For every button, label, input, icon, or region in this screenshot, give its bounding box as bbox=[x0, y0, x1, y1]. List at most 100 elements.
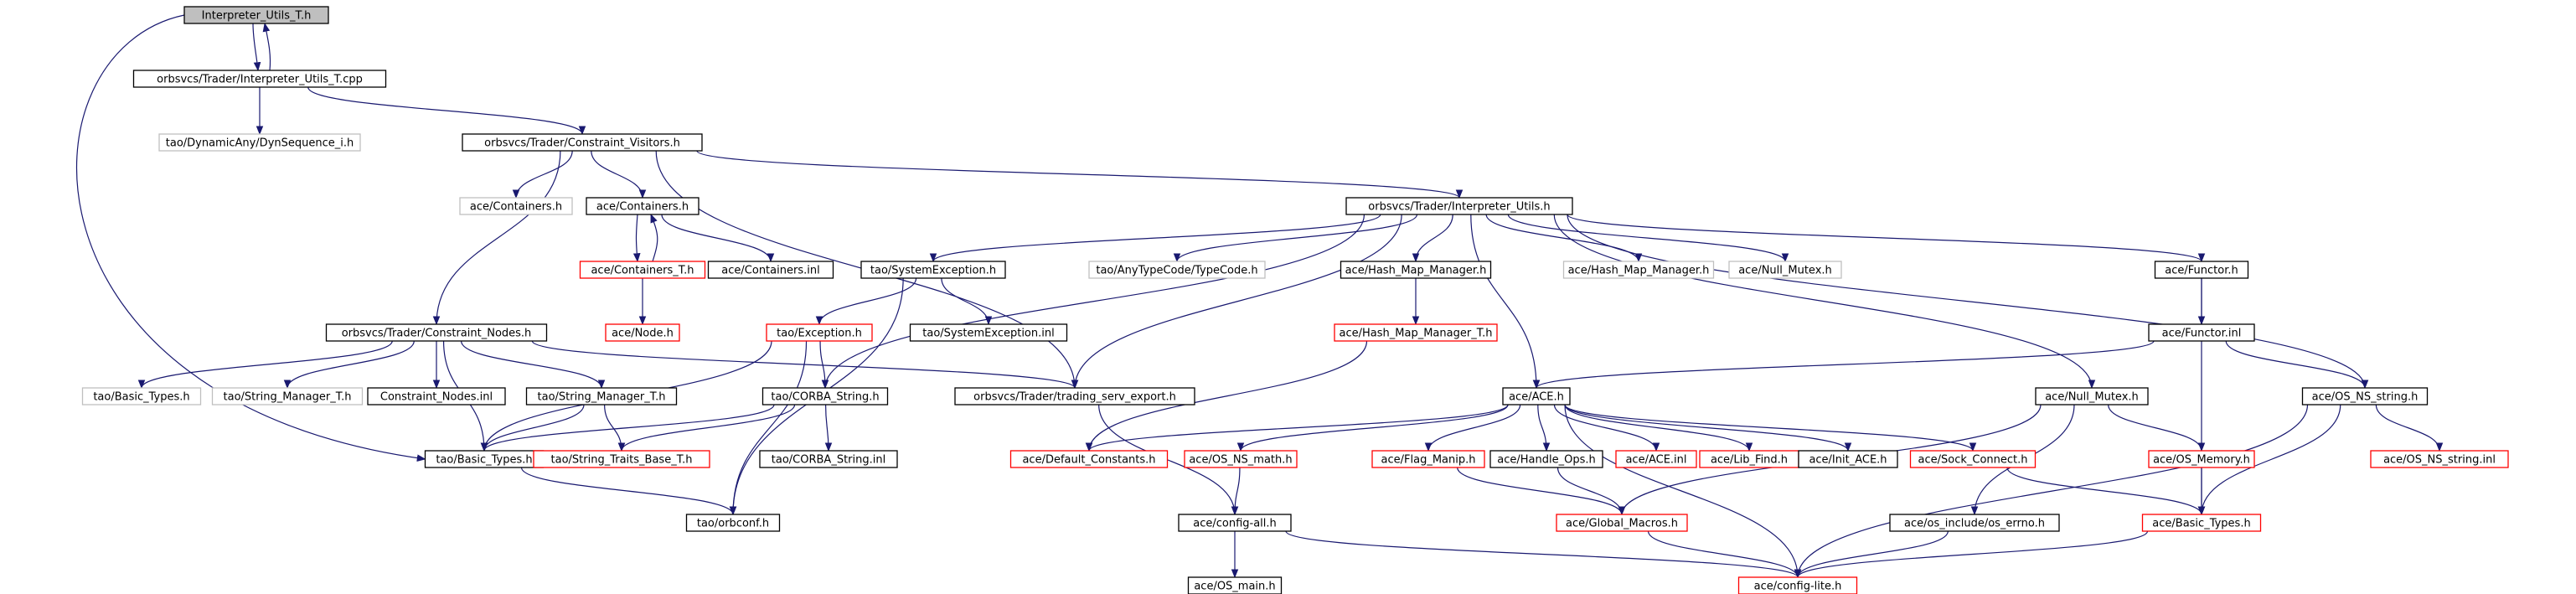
node-tao-systemexception-h[interactable]: tao/SystemException.h bbox=[860, 261, 1006, 279]
node-label: ace/OS_NS_string.h bbox=[2312, 391, 2419, 404]
edge-constraint-visitors-h-to-constraint-nodes-h bbox=[432, 150, 561, 326]
node-label: ace/Functor.h bbox=[2165, 265, 2238, 277]
node-ace-config-all-h[interactable]: ace/config-all.h bbox=[1178, 514, 1292, 532]
edge-constraint-nodes-h-to-tao-string-manager-t-h bbox=[460, 340, 606, 390]
node-label: ace/Default_Constants.h bbox=[1022, 454, 1155, 467]
node-box bbox=[579, 261, 706, 279]
edge-ace-basic-types-h-to-ace-config-lite-h bbox=[1794, 530, 2149, 579]
node-box bbox=[954, 387, 1195, 405]
node-label: orbsvcs/Trader/Constraint_Visitors.h bbox=[484, 137, 680, 150]
node-layer: Interpreter_Utils_T.h orbsvcs/Trader/Inte… bbox=[81, 6, 2509, 594]
edge-ace-ace-h-to-ace-config-lite-h bbox=[1564, 404, 1802, 579]
node-box bbox=[533, 450, 710, 468]
node-tao-typecode-h: tao/AnyTypeCode/TypeCode.h bbox=[1088, 261, 1266, 279]
node-tao-corba-string-h[interactable]: tao/CORBA_String.h bbox=[761, 387, 889, 405]
node-ace-functor-h[interactable]: ace/Functor.h bbox=[2154, 261, 2249, 279]
node-label: orbsvcs/Trader/Interpreter_Utils.h bbox=[1368, 201, 1550, 214]
node-label: tao/String_Manager_T.h bbox=[538, 391, 666, 404]
node-interp-utils-t-cpp[interactable]: orbsvcs/Trader/Interpreter_Utils_T.cpp bbox=[132, 70, 387, 88]
edge-ace-ace-h-to-ace-default-constants-h bbox=[1085, 404, 1509, 452]
node-ace-ace-h[interactable]: ace/ACE.h bbox=[1502, 387, 1571, 405]
node-label: ace/OS_NS_math.h bbox=[1189, 454, 1292, 467]
edge-constraint-nodes-h-to-tao-basic-types-h-gray bbox=[137, 340, 393, 390]
node-ace-basic-types-h[interactable]: ace/Basic_Types.h bbox=[2141, 514, 2262, 532]
node-label: ace/Containers.h bbox=[470, 201, 562, 214]
node-ace-null-mutex-h-gray: ace/Null_Mutex.h bbox=[1728, 261, 1842, 279]
node-label: tao/SystemException.h bbox=[870, 265, 996, 277]
edge-ace-containers-h-to-ace-containers-t-h bbox=[632, 214, 641, 263]
node-label: tao/String_Manager_T.h bbox=[224, 391, 352, 404]
node-label: tao/DynamicAny/DynSequence_i.h bbox=[166, 137, 354, 150]
node-ace-os-ns-string-inl[interactable]: ace/OS_NS_string.inl bbox=[2370, 450, 2509, 468]
node-ace-node-h[interactable]: ace/Node.h bbox=[605, 323, 680, 342]
node-ace-init-ace-h[interactable]: ace/Init_ACE.h bbox=[1798, 450, 1898, 468]
node-tao-string-traits-base-t-h[interactable]: tao/String_Traits_Base_T.h bbox=[533, 450, 710, 468]
node-constraint-visitors-h[interactable]: orbsvcs/Trader/Constraint_Visitors.h bbox=[462, 133, 703, 152]
node-ace-config-lite-h[interactable]: ace/config-lite.h bbox=[1737, 576, 1858, 594]
node-ace-global-macros-h[interactable]: ace/Global_Macros.h bbox=[1556, 514, 1688, 532]
node-ace-hash-map-manager-h[interactable]: ace/Hash_Map_Manager.h bbox=[1340, 261, 1492, 279]
edge-tao-basic-types-h-to-tao-orbconf-h bbox=[520, 467, 737, 516]
node-box bbox=[1909, 450, 2037, 468]
node-ace-os-ns-string-h[interactable]: ace/OS_NS_string.h bbox=[2301, 387, 2429, 405]
node-tao-exception-h[interactable]: tao/Exception.h bbox=[766, 323, 873, 342]
node-box bbox=[525, 387, 678, 405]
edge-interp-utils-t-cpp-to-interp-utils-t-h bbox=[262, 22, 271, 71]
edge-ace-containers-t-h-to-ace-containers-h bbox=[650, 213, 658, 262]
node-box bbox=[2154, 261, 2249, 279]
node-ace-containers-h[interactable]: ace/Containers.h bbox=[586, 197, 699, 215]
node-interp-utils-t-h[interactable]: Interpreter_Utils_T.h bbox=[183, 6, 329, 24]
node-ace-os-include-os-errno-h[interactable]: ace/os_include/os_errno.h bbox=[1889, 514, 2060, 532]
edge-interpreter-utils-h-to-ace-ace-h bbox=[1470, 214, 1541, 390]
node-ace-default-constants-h[interactable]: ace/Default_Constants.h bbox=[1009, 450, 1169, 468]
node-label: ace/Global_Macros.h bbox=[1566, 518, 1678, 530]
edge-interpreter-utils-h-to-tao-typecode-h bbox=[1173, 214, 1418, 263]
node-ace-null-mutex-h[interactable]: ace/Null_Mutex.h bbox=[2035, 387, 2149, 405]
node-label: tao/orbconf.h bbox=[697, 518, 769, 530]
node-ace-handle-ops-h[interactable]: ace/Handle_Ops.h bbox=[1489, 450, 1603, 468]
node-ace-os-main-h[interactable]: ace/OS_main.h bbox=[1187, 576, 1283, 594]
node-tao-string-manager-t-h[interactable]: tao/String_Manager_T.h bbox=[525, 387, 678, 405]
node-box bbox=[2035, 387, 2149, 405]
node-box bbox=[2148, 450, 2255, 468]
node-trading-serv-export-h[interactable]: orbsvcs/Trader/trading_serv_export.h bbox=[954, 387, 1195, 405]
node-box bbox=[367, 387, 506, 405]
node-ace-containers-t-h[interactable]: ace/Containers_T.h bbox=[579, 261, 706, 279]
edge-ace-flag-manip-h-to-ace-global-macros-h bbox=[1457, 467, 1626, 516]
node-label: tao/CORBA_String.inl bbox=[772, 454, 885, 467]
node-ace-hash-map-manager-t-h[interactable]: ace/Hash_Map_Manager_T.h bbox=[1334, 323, 1498, 342]
node-ace-sock-connect-h[interactable]: ace/Sock_Connect.h bbox=[1909, 450, 2037, 468]
node-label: ace/Basic_Types.h bbox=[2152, 518, 2250, 530]
node-tao-corba-string-inl[interactable]: tao/CORBA_String.inl bbox=[759, 450, 898, 468]
edge-tao-systemexception-h-to-tao-exception-h bbox=[815, 277, 917, 326]
node-label: tao/AnyTypeCode/TypeCode.h bbox=[1096, 265, 1257, 277]
node-label: ace/ACE.inl bbox=[1625, 454, 1686, 467]
node-constraint-nodes-h[interactable]: orbsvcs/Trader/Constraint_Nodes.h bbox=[325, 323, 548, 342]
node-ace-ace-inl[interactable]: ace/ACE.inl bbox=[1615, 450, 1697, 468]
node-box bbox=[1489, 450, 1603, 468]
node-box bbox=[459, 197, 573, 215]
node-tao-systemexception-inl[interactable]: tao/SystemException.inl bbox=[909, 323, 1068, 342]
node-constraint-nodes-inl[interactable]: Constraint_Nodes.inl bbox=[367, 387, 506, 405]
node-label: ace/Hash_Map_Manager.h bbox=[1568, 265, 1710, 277]
node-ace-os-memory-h[interactable]: ace/OS_Memory.h bbox=[2148, 450, 2255, 468]
node-ace-containers-inl[interactable]: ace/Containers.inl bbox=[707, 261, 834, 279]
edge-ace-os-ns-math-h-to-ace-config-all-h bbox=[1231, 467, 1241, 516]
node-box bbox=[1187, 576, 1283, 594]
node-interpreter-utils-h[interactable]: orbsvcs/Trader/Interpreter_Utils.h bbox=[1345, 197, 1573, 215]
edge-tao-exception-h-to-tao-orbconf-h bbox=[729, 340, 808, 516]
edge-ace-ace-h-to-ace-ace-inl bbox=[1553, 404, 1660, 452]
node-ace-functor-inl[interactable]: ace/Functor.inl bbox=[2148, 323, 2255, 342]
edge-constraint-visitors-h-to-ace-containers-h bbox=[591, 150, 647, 199]
node-ace-containers-h-gray: ace/Containers.h bbox=[459, 197, 573, 215]
node-tao-orbconf-h[interactable]: tao/orbconf.h bbox=[685, 514, 781, 532]
edge-ace-ace-h-to-ace-sock-connect-h bbox=[1564, 404, 1977, 452]
node-tao-basic-types-h[interactable]: tao/Basic_Types.h bbox=[424, 450, 545, 468]
node-ace-os-ns-math-h[interactable]: ace/OS_NS_math.h bbox=[1184, 450, 1298, 468]
node-ace-lib-find-h[interactable]: ace/Lib_Find.h bbox=[1699, 450, 1799, 468]
node-ace-flag-manip-h[interactable]: ace/Flag_Manip.h bbox=[1371, 450, 1485, 468]
node-label: ace/Flag_Manip.h bbox=[1381, 454, 1476, 467]
edge-ace-ace-h-to-ace-init-ace-h bbox=[1564, 404, 1852, 452]
edge-interpreter-utils-h-to-ace-null-mutex-h-gray bbox=[1507, 214, 1789, 263]
node-box bbox=[211, 387, 364, 405]
